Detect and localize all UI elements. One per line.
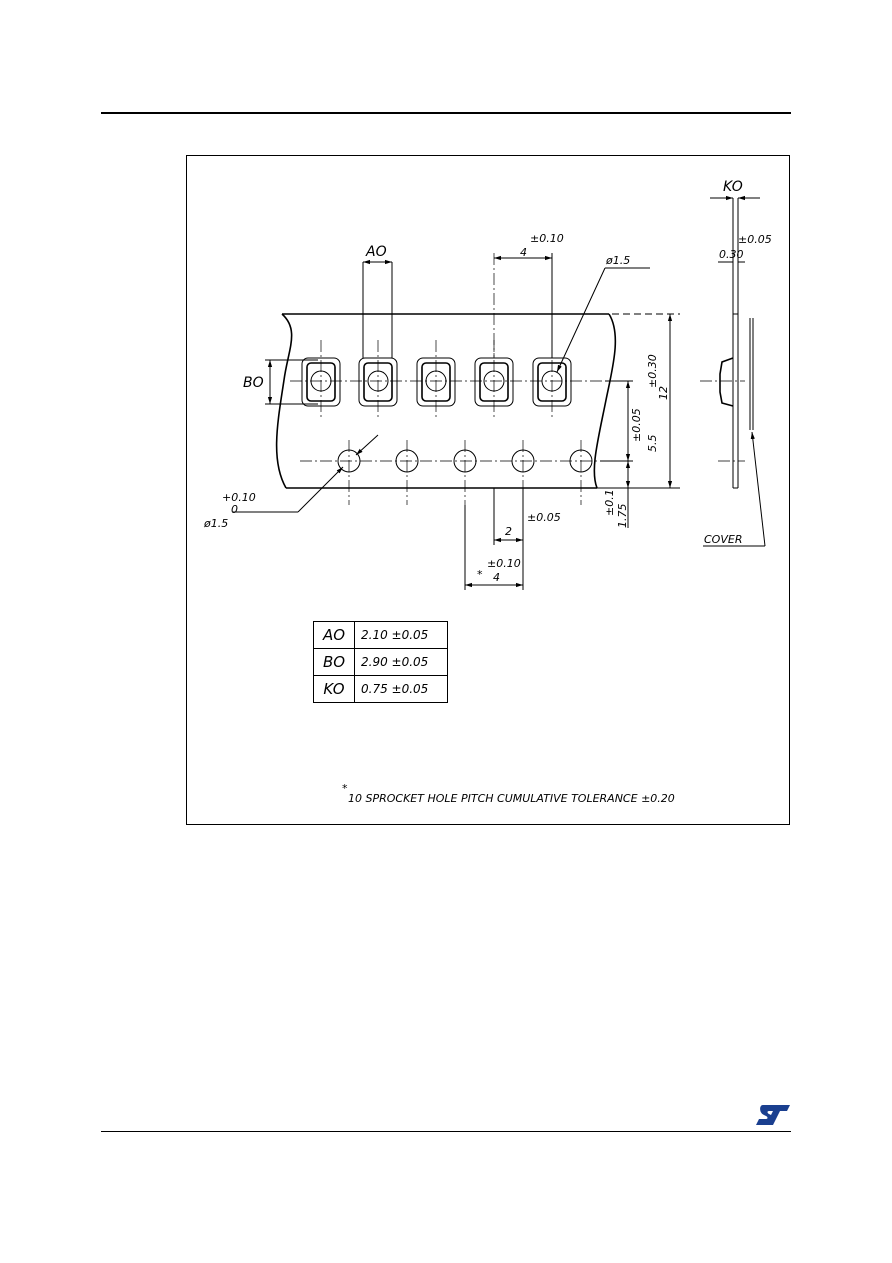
center-value: 5.5 (646, 435, 659, 453)
footnote: * 10 SPROCKET HOLE PITCH CUMULATIVE TOLE… (342, 782, 675, 805)
footnote-star: * (342, 782, 348, 795)
st-logo-icon (756, 1105, 790, 1125)
width-dimension: ±0.30 12 (646, 314, 673, 488)
offset-tolerance: ±0.05 (527, 511, 561, 524)
table-value: 2.10 ±0.05 (354, 621, 448, 649)
pocket (474, 340, 514, 418)
width-value: 12 (657, 386, 670, 400)
edge-dimension: ±0.1 1.75 (603, 461, 631, 529)
tape-drawing-frame (186, 155, 790, 825)
offset-dimension: 2 ±0.05 (493, 488, 561, 545)
width-tolerance: ±0.30 (646, 354, 659, 388)
centerlines (290, 380, 605, 462)
sprocket-pitch-value: 4 (493, 571, 500, 584)
table-symbol: AO (313, 621, 355, 649)
dimension-table: AO 2.10 ±0.05 BO 2.90 ±0.05 KO 0.75 ±0.0… (313, 621, 448, 703)
pocket-pitch-dimension: ±0.10 4 (493, 232, 564, 358)
table-row: AO 2.10 ±0.05 (313, 621, 448, 649)
edge-tolerance: ±0.1 (603, 489, 616, 516)
sprocket-star: * (477, 568, 483, 581)
cover-thickness: 0.30 (719, 248, 744, 261)
edge-value: 1.75 (616, 504, 629, 529)
pocket (301, 340, 341, 418)
table-row: KO 0.75 ±0.05 (313, 675, 448, 703)
pocket-hole-diameter: ø1.5 (605, 254, 630, 267)
table-value: 0.75 ±0.05 (354, 675, 448, 703)
hole-diameter: ø1.5 (203, 517, 228, 530)
footnote-text: 10 SPROCKET HOLE PITCH CUMULATIVE TOLERA… (348, 792, 675, 805)
footer-rule (101, 1131, 791, 1132)
sprocket-holes (337, 440, 593, 505)
cover-label: COVER (704, 533, 742, 546)
ko-tolerance: ±0.05 (738, 233, 772, 246)
offset-value: 2 (505, 525, 512, 538)
hole-tol-lower: 0 (231, 503, 238, 516)
table-symbol: BO (313, 648, 355, 676)
pitch-tolerance: ±0.10 (530, 232, 564, 245)
sprocket-pitch-dimension: ±0.10 * 4 (464, 505, 524, 590)
sprocket-hole-leader: +0.10 0 ø1.5 (203, 434, 379, 530)
pocket (416, 340, 456, 418)
cover-leader: COVER (703, 431, 766, 547)
table-value: 2.90 ±0.05 (354, 648, 448, 676)
table-symbol: KO (313, 675, 355, 703)
sprocket-pitch-tolerance: ±0.10 (487, 557, 521, 570)
pocket (358, 340, 398, 418)
hole-tol-upper: +0.10 (222, 491, 256, 504)
tape-outline (275, 313, 680, 489)
center-dimension: ±0.05 5.5 (600, 380, 659, 462)
tape-side-profile: KO ±0.05 0.30 (700, 179, 772, 489)
table-row: BO 2.90 ±0.05 (313, 648, 448, 676)
ko-label: KO (723, 179, 743, 195)
pocket-hole-leader: ø1.5 (556, 254, 650, 373)
pitch-value: 4 (520, 246, 527, 259)
bo-dimension: BO (243, 359, 318, 405)
center-tolerance: ±0.05 (630, 408, 643, 442)
header-rule (101, 112, 791, 114)
ao-label: AO (365, 244, 387, 260)
ao-dimension: AO (362, 244, 393, 358)
bo-label: BO (243, 375, 264, 391)
